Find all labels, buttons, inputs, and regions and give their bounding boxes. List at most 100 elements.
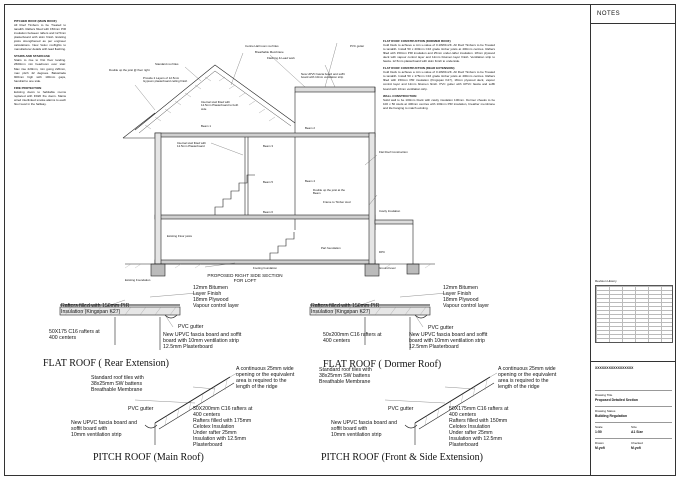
detail-label: New UPVC fascia board and soffit board w… bbox=[409, 332, 488, 351]
detail-label: Rafters filled with 150mm PIR Insulation… bbox=[311, 303, 379, 316]
detail-label-line: Vapour control layer bbox=[443, 302, 490, 309]
detail-label-line: soffit board with bbox=[71, 425, 108, 432]
stair-notes-text: Stairs to rise to first floor landing. 2… bbox=[14, 58, 66, 83]
drawn-value: M.yofi bbox=[595, 446, 605, 450]
checked-label: Checked bbox=[631, 441, 643, 445]
detail-label-line: New UPVC fascia board and soffit bbox=[163, 332, 242, 338]
detail-label-line: Under rafter 25mm bbox=[193, 429, 237, 436]
revision-title: Revision History bbox=[595, 279, 617, 283]
detail-label: New UPVC fascia board and soffit board w… bbox=[71, 420, 138, 439]
detail-label: 12mm Bitumen Layer Finish 18mm Plywood V… bbox=[443, 285, 490, 310]
detail-label-line: 400 centers bbox=[323, 337, 351, 344]
wall-notes-title: WALL CONSTRUCTION bbox=[383, 93, 417, 98]
construction-notes: FLAT ROOF CONSTRUCTION (DORMER ROOF) Col… bbox=[383, 39, 495, 110]
section-label: Beam 2 bbox=[305, 126, 315, 130]
detail-label-line: 38x25mm SW battens bbox=[319, 372, 371, 379]
drawing-title: Proposed Detailed Section bbox=[595, 398, 638, 402]
section-label: Flat Roof Construction bbox=[379, 150, 408, 154]
section-label: Beam 5 bbox=[263, 180, 273, 184]
section-label: Cavity Insulation bbox=[379, 209, 401, 213]
rear-notes-text: Cold Deck to achieve a min u-value of 0.… bbox=[383, 70, 495, 91]
notes-title: NOTES bbox=[597, 11, 621, 17]
drawing-title-label: Drawing Title bbox=[595, 393, 613, 397]
detail-label: Standard roof tiles with 38x25mm SW batt… bbox=[319, 367, 372, 386]
detail-label: PVC gutter bbox=[178, 324, 204, 330]
drawing-status: Building Regulation bbox=[595, 414, 628, 418]
detail-label: Rafters filled with 150mm PIR Insulation… bbox=[61, 303, 130, 316]
title-block-divider bbox=[595, 438, 672, 439]
detail-label-line: New UPVC fascia board and soffit bbox=[409, 332, 488, 338]
detail-label-line: Insulation with 12.5mm bbox=[449, 435, 503, 442]
section-label: Standard roof tiles bbox=[155, 62, 179, 66]
title-block: XXXXXXXXXXXXXXXXX Drawing Title Proposed… bbox=[591, 361, 676, 476]
detail-label-line: 400 centers bbox=[193, 411, 221, 418]
detail-label-line: Insulation (Kingspan K27) bbox=[311, 308, 371, 315]
notes-divider bbox=[591, 23, 676, 24]
detail-label: PVC gutter bbox=[128, 406, 154, 412]
detail-label-line: 12mm Bitumen bbox=[443, 285, 478, 291]
stair-notes-title: STAIRS AND STAIRCASE bbox=[14, 54, 50, 59]
notes-panel: NOTES Revision History XXXXXXXXXXXXXXXXX… bbox=[590, 5, 676, 475]
section-label: Beam 3 bbox=[263, 144, 273, 148]
detail-heading: PITCH ROOF (Front & Side Extension) bbox=[321, 452, 483, 463]
detail-label-line: 12mm Bitumen bbox=[193, 285, 228, 291]
drawing-status-label: Drawing Status bbox=[595, 409, 616, 413]
detail-label-line: New UPVC fascia board and bbox=[71, 420, 138, 426]
scale-value: 1:50 bbox=[595, 430, 602, 434]
detail-label-line: 18mm Plywood bbox=[193, 296, 229, 303]
main-roof-notes-text: All Roof Timbers to be Treated to tanali… bbox=[14, 23, 66, 52]
drawn-label: Drawn bbox=[595, 441, 604, 445]
detail-heading: FLAT ROOF ( Dormer Roof) bbox=[323, 359, 442, 370]
wall-notes-text: Solid wall to be 100mm block with cavity… bbox=[383, 97, 495, 110]
detail-label-line: 10mm ventilation strip bbox=[71, 431, 122, 438]
section-label: Existing Foundation bbox=[125, 278, 151, 282]
detail-drawings bbox=[59, 292, 498, 445]
detail-label-line: Rafters filled with 150mm bbox=[449, 417, 508, 424]
detail-label-line: 12.5mm Plasterboard bbox=[409, 343, 459, 350]
detail-label-line: 400 centers bbox=[449, 411, 477, 418]
detail-label-line: board with 10mm ventilation strip bbox=[409, 337, 485, 344]
detail-label-line: Standard roof tiles with bbox=[91, 375, 144, 381]
section-label: Double up the joist at the Beam bbox=[313, 188, 345, 196]
section-label: Double up the joist @ floor right bbox=[109, 68, 150, 72]
detail-label-line: 50X175 C16 rafters at bbox=[49, 329, 100, 335]
section-label: Part foundation bbox=[321, 246, 341, 250]
section-label: Existing Floor joists bbox=[167, 234, 192, 238]
detail-label-line: length of the ridge bbox=[498, 383, 540, 390]
detail-label-line: Layer Finish bbox=[443, 290, 472, 297]
detail-label: New UPVC fascia board and soffit board w… bbox=[163, 332, 242, 351]
detail-label-line: Insulation (Kingspan K27) bbox=[61, 308, 121, 315]
section-caption-line2: FOR LOFT bbox=[233, 278, 257, 284]
section-label: Beam 1 bbox=[201, 124, 211, 128]
section-label: PVC gutter bbox=[350, 44, 365, 48]
section-label: Centre Hall room roof tiles bbox=[245, 44, 279, 48]
detail-label-line: Under rafter 25mm bbox=[449, 429, 493, 436]
detail-label: 12mm Bitumen Layer Finish 18mm Plywood V… bbox=[193, 285, 239, 310]
detail-label-line: Breathable Membrane bbox=[319, 378, 371, 385]
detail-label-line: Rafters filled with 150mm PIR bbox=[61, 303, 130, 309]
detail-label: 50X175 C16 rafters at 400 centers bbox=[49, 329, 100, 342]
detail-label: New UPVC fascia board and soffit board w… bbox=[331, 420, 397, 439]
detail-heading: PITCH ROOF (Main Roof) bbox=[93, 452, 204, 463]
section-label: Frame to Timber stud bbox=[323, 200, 351, 204]
detail-label: Standard roof tiles with 38x25mm SW batt… bbox=[91, 375, 144, 394]
detail-label-line: 10mm ventilation strip bbox=[331, 431, 382, 438]
section-drawing bbox=[122, 42, 435, 277]
detail-heading: FLAT ROOF ( Rear Extension) bbox=[43, 358, 169, 369]
fire-notes-title: FIRE PROTECTION bbox=[14, 85, 42, 90]
section-label: Flashing & Lead work bbox=[267, 56, 295, 60]
title-block-divider bbox=[595, 406, 672, 407]
detail-label-line: A continuous 25mm wide bbox=[498, 366, 556, 372]
detail-label-line: A continuous 25mm wide bbox=[236, 366, 294, 372]
company-name: XXXXXXXXXXXXXXXXX bbox=[595, 366, 634, 370]
detail-label: PVC gutter bbox=[388, 406, 414, 412]
section-label: Footing foundation bbox=[253, 266, 277, 270]
detail-label-line: Standard roof tiles with bbox=[319, 367, 372, 373]
detail-label-line: Rafters filled with 175mm bbox=[193, 417, 252, 424]
detail-label-line: soffit board with bbox=[331, 425, 368, 432]
section-label: Beam 4 bbox=[305, 179, 315, 183]
detail-label: PVC gutter bbox=[428, 325, 454, 331]
section-label: Breathable Membrane bbox=[255, 50, 284, 54]
main-roof-notes-title: PITCHED ROOF (MAIN ROOF) bbox=[14, 19, 57, 23]
detail-label-line: 18mm Plywood bbox=[443, 296, 479, 303]
